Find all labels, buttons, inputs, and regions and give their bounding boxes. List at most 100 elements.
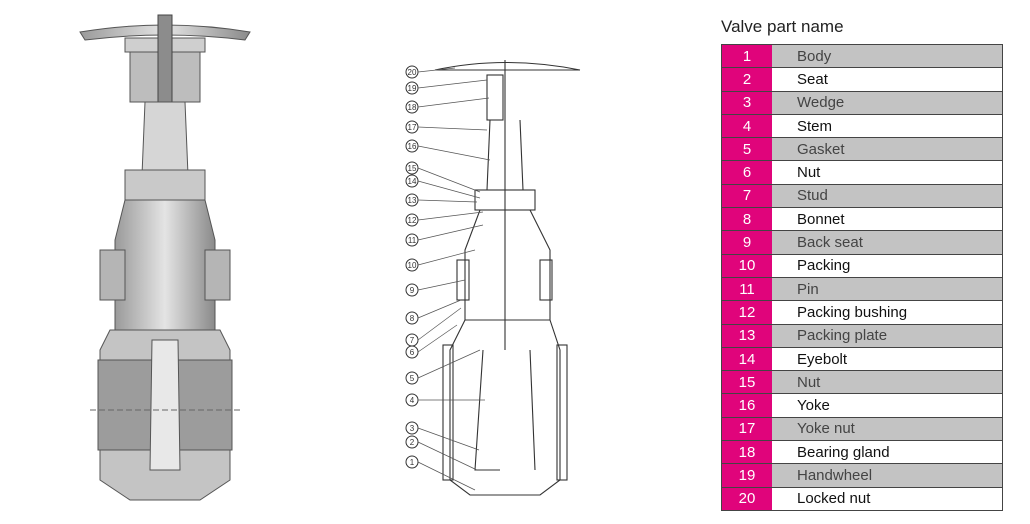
callout-number: 15 bbox=[408, 164, 417, 173]
callout-leader bbox=[417, 211, 484, 221]
callout-number: 9 bbox=[410, 286, 415, 295]
part-name: Stem bbox=[772, 114, 1003, 139]
callout-leader bbox=[417, 167, 481, 193]
callout-number: 4 bbox=[410, 396, 415, 405]
callout-leader bbox=[417, 199, 478, 203]
part-name: Seat bbox=[772, 67, 1003, 92]
callout-leader bbox=[417, 307, 462, 341]
part-number: 6 bbox=[721, 160, 772, 185]
callout-leader bbox=[417, 441, 478, 471]
part-number: 10 bbox=[721, 254, 772, 278]
callout-leader bbox=[417, 224, 484, 241]
part-name: Nut bbox=[772, 370, 1003, 395]
part-name: Packing bushing bbox=[772, 300, 1003, 325]
part-name: Gasket bbox=[772, 137, 1003, 162]
callout-number: 2 bbox=[410, 438, 415, 447]
callout-leader bbox=[417, 299, 462, 319]
part-number: 11 bbox=[721, 277, 772, 302]
part-name: Packing bbox=[772, 254, 1003, 278]
part-number: 14 bbox=[721, 347, 772, 372]
callout-leader bbox=[417, 279, 466, 291]
part-name: Bonnet bbox=[772, 207, 1003, 232]
part-name: Handwheel bbox=[772, 463, 1003, 488]
part-number: 9 bbox=[721, 230, 772, 255]
part-number: 3 bbox=[721, 91, 772, 115]
part-name: Body bbox=[772, 44, 1003, 69]
part-number: 20 bbox=[721, 487, 772, 511]
part-number: 17 bbox=[721, 417, 772, 442]
callout-leader bbox=[417, 461, 476, 491]
part-name: Yoke nut bbox=[772, 417, 1003, 442]
callout-number: 14 bbox=[408, 177, 417, 186]
callout-number: 13 bbox=[408, 196, 417, 205]
callout-number: 11 bbox=[408, 236, 417, 245]
part-number: 2 bbox=[721, 67, 772, 92]
callout-number: 7 bbox=[410, 336, 415, 345]
part-name: Pin bbox=[772, 277, 1003, 302]
part-name: Nut bbox=[772, 160, 1003, 185]
callout-leader bbox=[417, 145, 491, 161]
callout-number: 10 bbox=[408, 261, 417, 270]
part-number: 15 bbox=[721, 370, 772, 395]
valve-section-drawing bbox=[79, 14, 251, 501]
part-name: Locked nut bbox=[772, 487, 1003, 511]
part-number: 1 bbox=[721, 44, 772, 69]
part-number: 8 bbox=[721, 207, 772, 232]
callout-leader bbox=[417, 126, 488, 131]
part-number: 13 bbox=[721, 324, 772, 348]
callout-leader bbox=[417, 349, 481, 379]
callout-number: 6 bbox=[410, 348, 415, 357]
callout-leader bbox=[417, 427, 480, 451]
table-title: Valve part name bbox=[721, 17, 844, 36]
part-name: Stud bbox=[772, 184, 1003, 209]
part-name: Wedge bbox=[772, 91, 1003, 115]
part-name: Packing plate bbox=[772, 324, 1003, 348]
callout-number: 1 bbox=[410, 458, 415, 467]
callout-leader bbox=[417, 97, 490, 108]
callout-leader bbox=[417, 180, 481, 199]
callout-number: 20 bbox=[408, 68, 417, 77]
part-number: 12 bbox=[721, 300, 772, 325]
callout-number: 19 bbox=[408, 84, 417, 93]
callout-leader bbox=[417, 67, 456, 73]
callout-number: 12 bbox=[408, 216, 417, 225]
callout-number: 17 bbox=[408, 123, 417, 132]
part-name: Bearing gland bbox=[772, 440, 1003, 465]
part-number: 19 bbox=[721, 463, 772, 488]
callout-number: 16 bbox=[408, 142, 417, 151]
callout-leader bbox=[417, 249, 476, 266]
part-number: 5 bbox=[721, 137, 772, 162]
part-name: Yoke bbox=[772, 393, 1003, 418]
callout-leader bbox=[417, 324, 458, 353]
callout-number: 8 bbox=[410, 314, 415, 323]
part-number: 4 bbox=[721, 114, 772, 139]
callout-leader bbox=[417, 79, 488, 89]
part-number: 7 bbox=[721, 184, 772, 209]
part-number: 16 bbox=[721, 393, 772, 418]
callout-number: 18 bbox=[408, 103, 417, 112]
part-name: Eyebolt bbox=[772, 347, 1003, 372]
part-number: 18 bbox=[721, 440, 772, 465]
